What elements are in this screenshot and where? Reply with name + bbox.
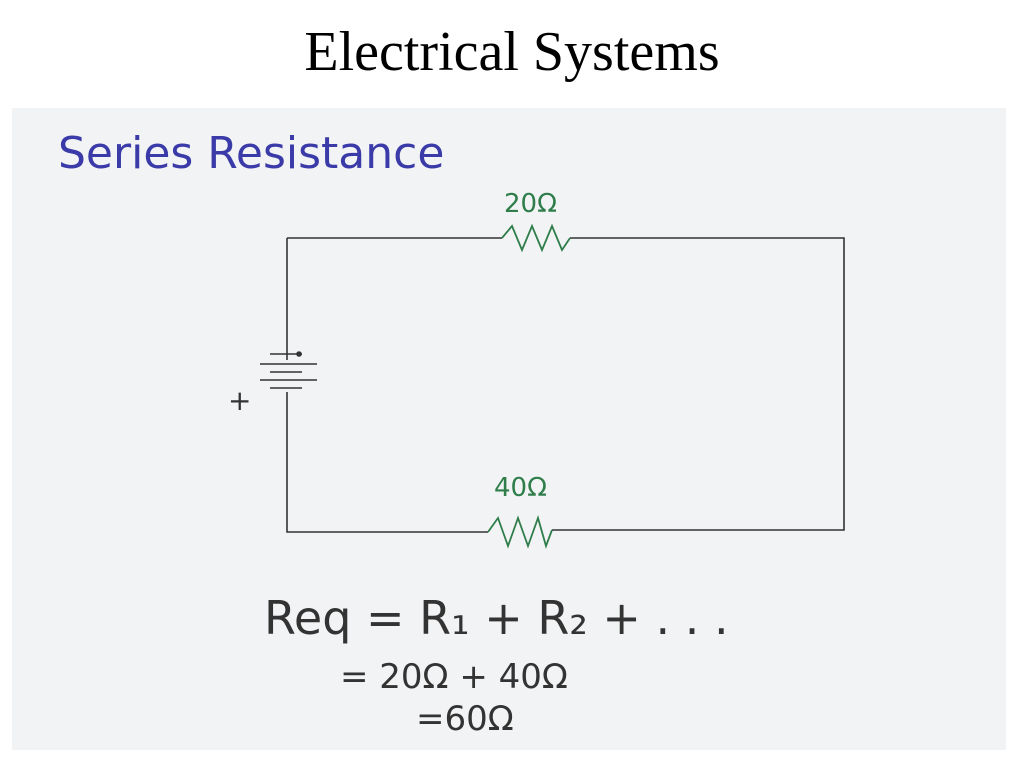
resistor-20-label: 20Ω <box>504 189 557 219</box>
resistor-20-symbol <box>501 223 571 253</box>
battery-symbol <box>260 351 317 389</box>
equation-line-1: Req = R₁ + R₂ + . . . <box>264 591 729 645</box>
sketch-paper: Series Resistance 20Ω 40Ω + Req = <box>12 108 1006 750</box>
sketch-heading: Series Resistance <box>58 128 444 179</box>
resistor-40-label: 40Ω <box>494 473 547 503</box>
equation-line-2: = 20Ω + 40Ω <box>340 657 568 697</box>
resistor-40-symbol <box>487 515 553 549</box>
slide-title: Electrical Systems <box>304 21 720 83</box>
circuit-diagram: Series Resistance 20Ω 40Ω + Req = <box>58 128 845 739</box>
top-wire-right <box>552 237 845 531</box>
equation-line-3: =60Ω <box>416 699 514 739</box>
circuit-wires <box>286 237 845 533</box>
bottom-wire-left <box>286 392 488 533</box>
battery-plus-sign: + <box>228 384 251 417</box>
